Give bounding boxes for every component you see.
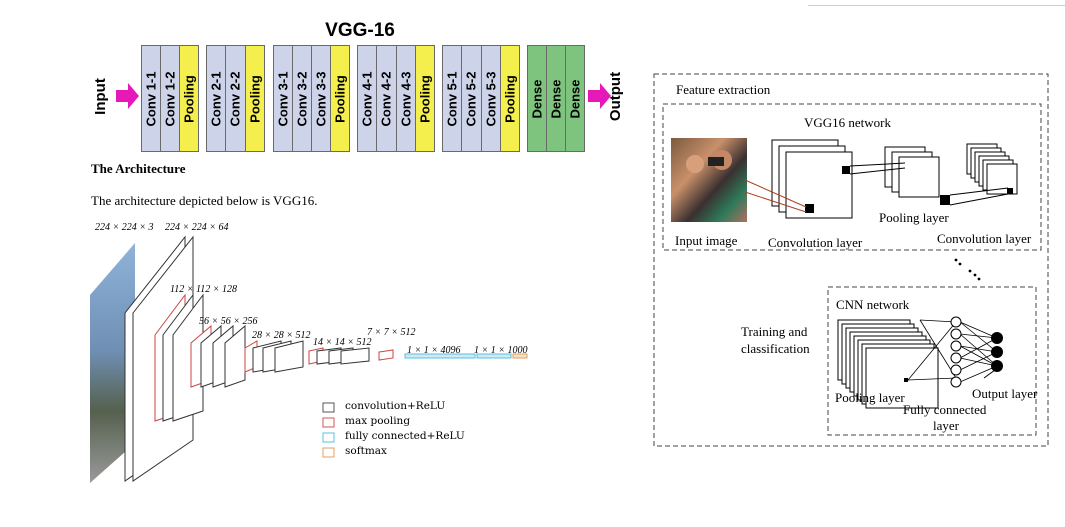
layer-dense-3: Dense <box>565 46 584 151</box>
architecture-heading: The Architecture <box>91 161 186 176</box>
pool-kernel <box>842 166 850 174</box>
layer-conv-5-1: Conv 5-1 <box>443 46 462 151</box>
window-top-edge <box>808 0 1065 6</box>
vgg16-network-label: VGG16 network <box>804 115 892 130</box>
layer-dense-2: Dense <box>546 46 565 151</box>
conv1-kernel <box>805 204 814 213</box>
softmax-layer <box>512 353 528 359</box>
block-1: Conv 1-1 Conv 1-2 Pooling <box>141 45 199 152</box>
input-image-photo <box>90 243 135 483</box>
layer-pooling-3: Pooling <box>330 46 349 151</box>
network-edges <box>907 319 998 383</box>
dim-112x112x128: 112 × 112 × 128 <box>170 284 238 295</box>
fc-neurons <box>950 316 962 388</box>
dim-1x1x4096: 1 × 1 × 4096 <box>407 345 461 356</box>
dim-14x14x512: 14 × 14 × 512 <box>313 337 372 348</box>
legend-box-fully-connected <box>322 432 335 443</box>
layer-pooling-5: Pooling <box>499 46 519 151</box>
dim-224x224x64: 224 × 224 × 64 <box>165 222 229 233</box>
fully-connected-label-line1: Fully connected <box>903 402 987 417</box>
input-image-label: Input image <box>675 233 738 248</box>
output-layer-label: Output layer <box>972 386 1038 401</box>
convolution-layer-label-2: Convolution layer <box>937 231 1032 246</box>
input-arrow-icon <box>116 83 139 109</box>
layer-conv-2-1: Conv 2-1 <box>207 46 226 151</box>
cnn-dashed-box <box>827 286 1037 436</box>
cnn-pooling-layer-label: Pooling layer <box>835 390 905 405</box>
pooling-layer-label: Pooling layer <box>879 210 949 225</box>
outer-dashed-box <box>653 73 1049 447</box>
dim-7x7x512: 7 × 7 × 512 <box>367 327 416 338</box>
architecture-sentence: The architecture depicted below is VGG16… <box>91 193 318 208</box>
face-1 <box>686 155 704 173</box>
conv2-kernel <box>940 195 950 205</box>
pooling-layer-front <box>898 156 940 198</box>
layer-pooling-2: Pooling <box>244 46 264 151</box>
vgg16-dashed-box <box>662 103 1042 251</box>
legend-label-softmax: softmax <box>345 445 387 457</box>
conv-layer-1-front <box>785 151 853 219</box>
layer-conv-4-1: Conv 4-1 <box>358 46 377 151</box>
layer-conv-3-3: Conv 3-3 <box>311 46 330 151</box>
layer-conv-1-2: Conv 1-2 <box>160 46 179 151</box>
dim-28x28x512: 28 × 28 × 512 <box>252 330 311 341</box>
conv4-slab-c <box>274 340 304 373</box>
block-2: Conv 2-1 Conv 2-2 Pooling <box>206 45 265 152</box>
camera-shape <box>708 157 724 166</box>
block-3: Conv 3-1 Conv 3-2 Conv 3-3 Pooling <box>273 45 350 152</box>
block-dense: Dense Dense Dense <box>527 45 585 152</box>
layer-conv-4-3: Conv 4-3 <box>395 46 415 151</box>
output-arrow-icon <box>588 83 611 109</box>
vgg16-title: VGG-16 <box>325 20 395 41</box>
training-label-line2: classification <box>741 341 810 356</box>
legend-label-convolution: convolution+ReLU <box>345 400 446 412</box>
layer-pooling-4: Pooling <box>414 46 434 151</box>
pool5-slab <box>378 349 394 361</box>
block-5: Conv 5-1 Conv 5-2 Conv 5-3 Pooling <box>442 45 520 152</box>
layer-conv-3-2: Conv 3-2 <box>292 46 311 151</box>
dim-224x224x3: 224 × 224 × 3 <box>95 222 154 233</box>
legend-label-max-pooling: max pooling <box>345 415 411 427</box>
block-4: Conv 4-1 Conv 4-2 Conv 4-3 Pooling <box>357 45 435 152</box>
input-label: Input <box>91 78 109 115</box>
layer-conv-3-1: Conv 3-1 <box>274 46 292 151</box>
convolution-layer-label-1: Convolution layer <box>768 235 863 250</box>
conv2-slab-b <box>172 293 204 422</box>
output-label: Output <box>607 71 625 122</box>
legend-box-convolution <box>322 402 335 413</box>
legend-label-fully-connected: fully connected+ReLU <box>345 430 465 442</box>
cnn-network-label: CNN network <box>836 297 910 312</box>
layer-pooling-1: Pooling <box>179 46 198 151</box>
conv5-slab-c <box>340 347 370 365</box>
fully-connected-label-line2: layer <box>933 418 959 433</box>
dim-1x1x1000: 1 × 1 × 1000 <box>474 345 528 356</box>
feature-extraction-title: Feature extraction <box>676 82 771 97</box>
layer-conv-5-3: Conv 5-3 <box>480 46 500 151</box>
layer-conv-4-2: Conv 4-2 <box>376 46 396 151</box>
fc-1 <box>404 353 476 359</box>
layer-conv-5-2: Conv 5-2 <box>461 46 481 151</box>
vgg16-3d-diagram <box>90 235 528 483</box>
layer-dense-1: Dense <box>528 46 546 151</box>
training-label-line1: Training and <box>741 324 808 339</box>
dim-56x56x256: 56 × 56 × 256 <box>199 316 258 327</box>
layer-conv-2-2: Conv 2-2 <box>225 46 245 151</box>
feature-extraction-diagram <box>653 73 1049 447</box>
legend-box-softmax <box>322 447 335 458</box>
output-neurons <box>991 332 1003 372</box>
fc-2 <box>476 353 512 359</box>
conv3-slab-c <box>224 324 246 388</box>
legend-box-max-pooling <box>322 417 335 428</box>
layer-conv-1-1: Conv 1-1 <box>142 46 160 151</box>
input-crowd-image <box>671 138 747 222</box>
